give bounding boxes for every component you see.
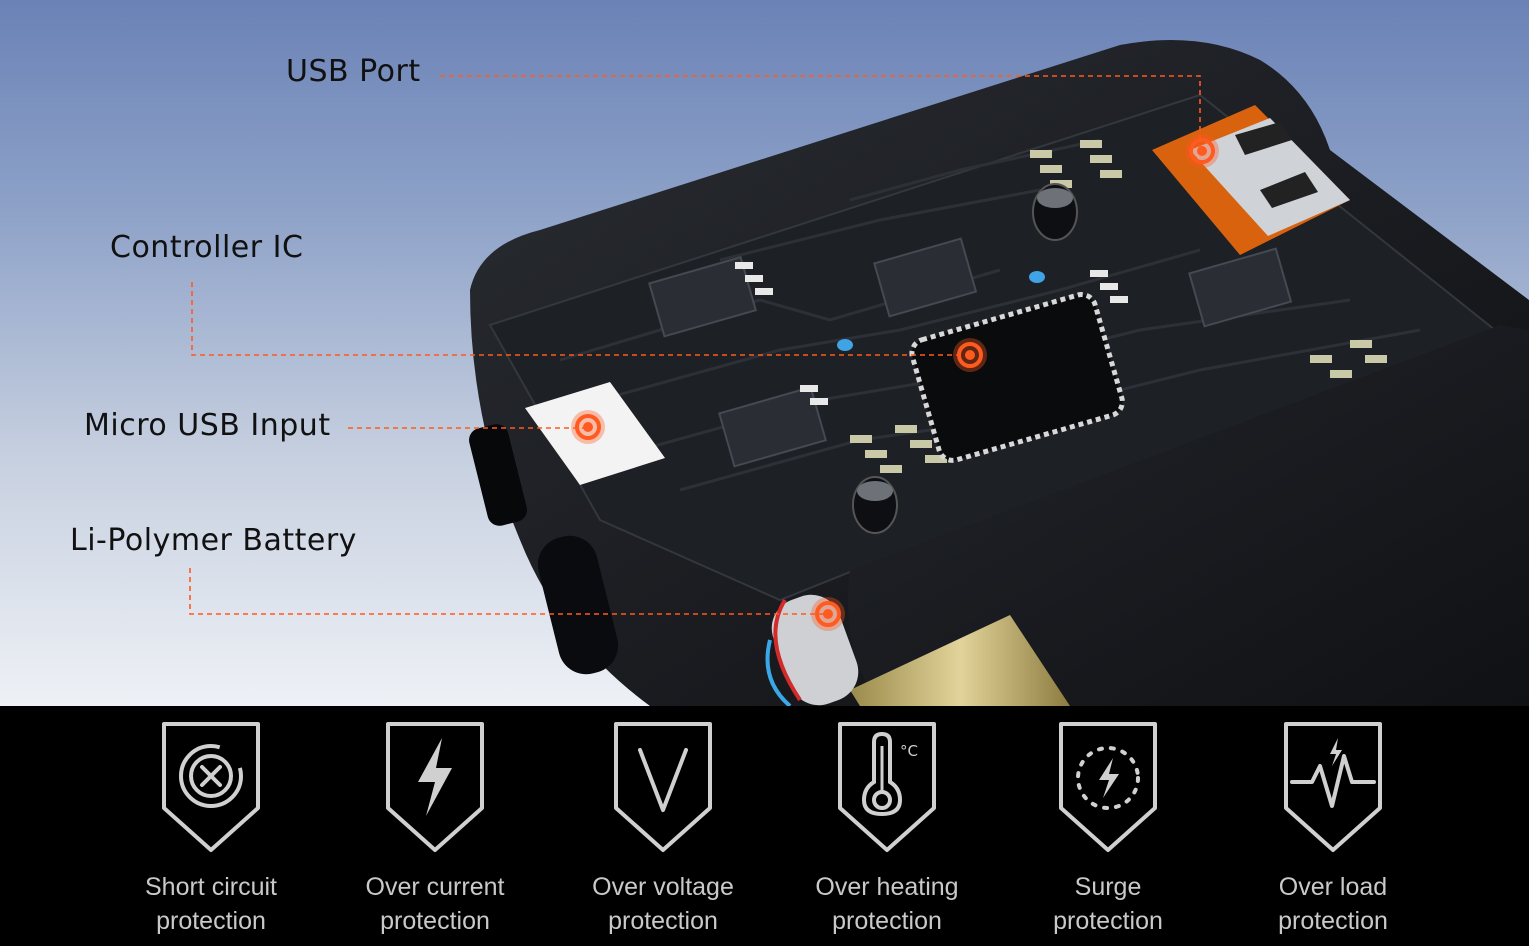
- power-bank-illustration: [189, 40, 1529, 706]
- micro-usb-input-label: Micro USB Input: [84, 408, 331, 443]
- feature-short-circuit: Short circuit protection: [101, 706, 321, 946]
- callout-marker-micro-usb: [571, 410, 605, 444]
- product-cutaway-image: USB Port Controller IC Micro USB Input L…: [0, 0, 1529, 706]
- feature-label-line2: protection: [608, 907, 718, 935]
- feature-label-line1: Over current: [365, 873, 505, 901]
- lightning-bolt-icon: [386, 722, 484, 852]
- voltage-v-icon: [614, 722, 712, 852]
- surge-icon: [1059, 722, 1157, 852]
- temperature-unit: °C: [900, 742, 918, 760]
- feature-label-line2: protection: [1053, 907, 1163, 935]
- circuit-board: [488, 93, 1498, 602]
- feature-label-line1: Over heating: [815, 873, 959, 901]
- feature-over-load: Over load protection: [1223, 706, 1443, 946]
- capacitor: [852, 183, 1078, 534]
- callout-marker-battery: [811, 597, 845, 631]
- callout-leader-lines: [189, 75, 1201, 615]
- feature-label-line2: protection: [1278, 907, 1388, 935]
- feature-label-line1: Short circuit: [145, 873, 277, 901]
- controller-chip: [909, 292, 1125, 463]
- thermometer-icon: °C: [838, 722, 936, 852]
- battery-label: Li-Polymer Battery: [70, 523, 357, 558]
- battery-cover: [765, 325, 1529, 706]
- usb-a-port: [1152, 105, 1350, 255]
- usb-port-label: USB Port: [286, 54, 421, 89]
- callout-marker-ic: [953, 338, 987, 372]
- feature-label-line1: Over voltage: [592, 873, 734, 901]
- feature-over-heating: °C Over heating protection: [777, 706, 997, 946]
- feature-over-current: Over current protection: [325, 706, 545, 946]
- feature-label-line2: protection: [380, 907, 490, 935]
- short-circuit-icon: [162, 722, 260, 852]
- pulse-icon: [1284, 722, 1382, 852]
- feature-surge: Surge protection: [998, 706, 1218, 946]
- feature-label-line1: Over load: [1278, 873, 1388, 901]
- feature-over-voltage: Over voltage protection: [553, 706, 773, 946]
- feature-label-line2: protection: [832, 907, 942, 935]
- feature-label-line2: protection: [156, 907, 266, 935]
- callout-marker-usb: [1185, 134, 1219, 168]
- controller-ic-label: Controller IC: [110, 230, 304, 265]
- feature-label-line1: Surge: [1074, 873, 1142, 901]
- protection-features-band: Short circuit protection Over current pr…: [0, 706, 1529, 946]
